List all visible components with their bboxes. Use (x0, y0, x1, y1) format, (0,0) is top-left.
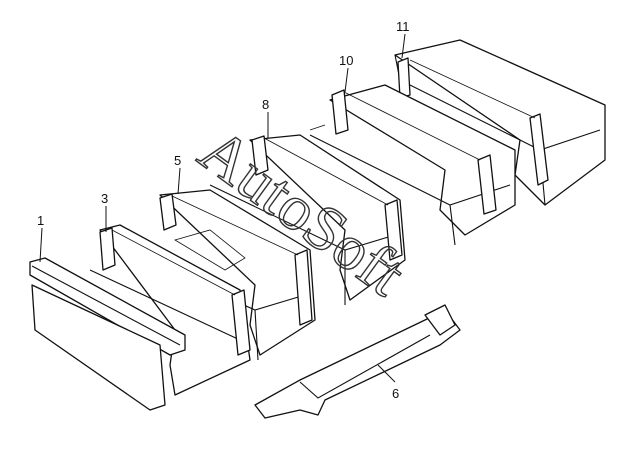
front-rail-1 (29, 257, 186, 411)
leader-5 (177, 167, 181, 195)
callout-6: 6 (392, 386, 399, 401)
callout-3: 3 (101, 191, 108, 206)
leader-10 (344, 67, 349, 93)
panel-5 (109, 189, 316, 361)
panel-3 (89, 224, 251, 396)
panel-11 (394, 39, 606, 206)
callout-leaders (39, 33, 406, 383)
beam-6 (254, 304, 461, 419)
callout-5: 5 (174, 153, 181, 168)
callout-labels: 1 3 5 8 10 11 6 (37, 19, 410, 401)
leader-6 (377, 364, 396, 383)
panel-10 (309, 84, 516, 246)
callout-10: 10 (339, 53, 353, 68)
callout-8: 8 (262, 97, 269, 112)
leader-1 (39, 227, 43, 263)
callout-11: 11 (396, 19, 410, 34)
panel-8 (209, 134, 406, 305)
callout-1: 1 (37, 213, 44, 228)
leader-11 (401, 33, 406, 59)
